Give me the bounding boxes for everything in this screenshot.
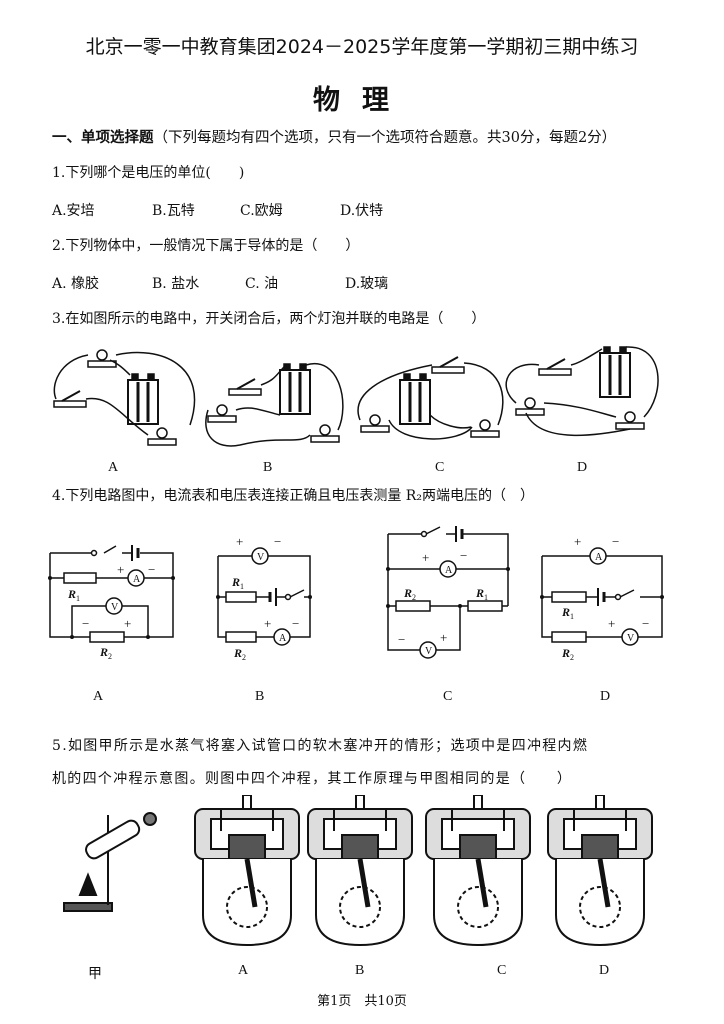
r2-label: R xyxy=(233,646,242,660)
question-1-stem: 1.下列哪个是电压的单位( ) xyxy=(52,165,245,181)
subject-title: 物理 xyxy=(313,85,411,116)
plus-sign: + xyxy=(124,616,131,631)
section-label: 一、单项选择题 xyxy=(52,129,154,146)
voltmeter-icon xyxy=(621,628,639,646)
ammeter-icon xyxy=(589,547,607,565)
q3-label-c: C xyxy=(435,460,445,475)
q5-label-b: B xyxy=(355,963,365,978)
q2-option-b: B. 盐水 xyxy=(152,276,200,292)
question-4-stem: 4.下列电路图中，电流表和电压表连接正确且电压表测量 R₂两端电压的（ ） xyxy=(52,488,534,504)
r2-label: R xyxy=(403,586,412,600)
question-5-stem-line2: 机的四个冲程示意图。则图中四个冲程，其工作原理与甲图相同的是（ ） xyxy=(52,771,573,787)
q3-label-a: A xyxy=(108,460,119,475)
ammeter-icon xyxy=(127,569,145,587)
r1-subscript: 1 xyxy=(240,582,244,591)
section-heading: 一、单项选择题（下列每题均有四个选项，只有一个选项符合题意。共30分，每题2分） xyxy=(52,126,616,147)
engine-stroke-c xyxy=(426,795,530,945)
voltmeter-label: V xyxy=(627,633,635,644)
r2-subscript: 2 xyxy=(242,653,246,662)
r1-label: R xyxy=(67,587,76,601)
minus-sign: − xyxy=(82,616,89,631)
q4-label-a: A xyxy=(93,689,104,704)
test-tube-apparatus xyxy=(63,812,157,912)
r2-label: R xyxy=(561,646,570,660)
q1-option-a: A.安培 xyxy=(52,203,95,219)
r2-label: R xyxy=(99,645,108,659)
plus-sign: + xyxy=(236,534,243,549)
r2-subscript: 2 xyxy=(108,652,112,661)
voltmeter-icon xyxy=(251,547,269,565)
question-5-stem-line1: 5.如图甲所示是水蒸气将塞入试管口的软木塞冲开的情形；选项中是四冲程内燃 xyxy=(52,738,589,754)
plus-sign: + xyxy=(440,630,447,645)
q1-option-c: C.欧姆 xyxy=(240,203,283,219)
q3-picture-b xyxy=(205,362,344,447)
q3-picture-c xyxy=(357,356,504,440)
exam-title: 北京一零一中教育集团2024－2025学年度第一学期初三期中练习 xyxy=(85,36,639,58)
q5-label-d: D xyxy=(599,963,610,978)
q4-label-d: D xyxy=(600,689,611,704)
minus-sign: − xyxy=(292,616,299,631)
q4-label-b: B xyxy=(255,689,265,704)
voltmeter-icon xyxy=(105,597,123,615)
minus-sign: − xyxy=(148,562,155,577)
q1-option-b: B.瓦特 xyxy=(152,203,195,219)
q4-label-c: C xyxy=(443,689,453,704)
r2-subscript: 2 xyxy=(412,593,416,602)
voltmeter-label: V xyxy=(425,646,433,657)
r1-subscript: 1 xyxy=(484,593,488,602)
q2-option-a: A. 橡胶 xyxy=(52,276,100,292)
page-number: 第1页 共10页 xyxy=(317,994,407,1009)
r1-subscript: 1 xyxy=(76,594,80,603)
minus-sign: − xyxy=(612,534,619,549)
plus-sign: + xyxy=(117,562,124,577)
q3-label-b: B xyxy=(263,460,273,475)
q2-option-c: C. 油 xyxy=(245,276,279,292)
ammeter-label: A xyxy=(595,552,603,563)
voltmeter-icon xyxy=(419,641,437,659)
q3-circuit-pictures xyxy=(53,345,659,447)
minus-sign: − xyxy=(398,632,405,647)
engine-stroke-a xyxy=(195,795,299,945)
minus-sign: − xyxy=(460,548,467,563)
section-note: （下列每题均有四个选项，只有一个选项符合题意。共30分，每题2分） xyxy=(153,130,617,146)
r1-subscript: 1 xyxy=(570,612,574,621)
plus-sign: + xyxy=(264,616,271,631)
r1-label: R xyxy=(475,586,484,600)
question-3-stem: 3.在如图所示的电路中，开关闭合后，两个灯泡并联的电路是（ ） xyxy=(52,311,486,327)
minus-sign: − xyxy=(642,616,649,631)
question-2-stem: 2.下列物体中，一般情况下属于导体的是（ ） xyxy=(52,238,360,254)
plus-sign: + xyxy=(608,616,615,631)
voltmeter-label: V xyxy=(111,602,119,613)
ammeter-icon xyxy=(439,560,457,578)
minus-sign: − xyxy=(274,534,281,549)
ammeter-label: A xyxy=(133,574,141,585)
q3-picture-d xyxy=(505,345,659,437)
q5-figures xyxy=(63,795,670,960)
q3-label-d: D xyxy=(577,460,588,475)
r2-subscript: 2 xyxy=(570,653,574,662)
q2-option-d: D.玻璃 xyxy=(345,276,389,292)
engine-stroke-b xyxy=(308,795,412,945)
plus-sign: + xyxy=(422,550,429,565)
voltmeter-label: V xyxy=(257,552,265,563)
ammeter-icon xyxy=(273,628,291,646)
r1-label: R xyxy=(231,575,240,589)
r1-label: R xyxy=(561,605,570,619)
q5-label-c: C xyxy=(497,963,507,978)
q5-label-a: A xyxy=(238,963,249,978)
engine-stroke-d xyxy=(548,795,652,945)
q1-option-d: D.伏特 xyxy=(340,203,384,219)
ammeter-label: A xyxy=(445,565,453,576)
q3-picture-a xyxy=(53,349,196,446)
plus-sign: + xyxy=(574,534,581,549)
q5-label-jia: 甲 xyxy=(88,967,102,982)
ammeter-label: A xyxy=(279,633,287,644)
